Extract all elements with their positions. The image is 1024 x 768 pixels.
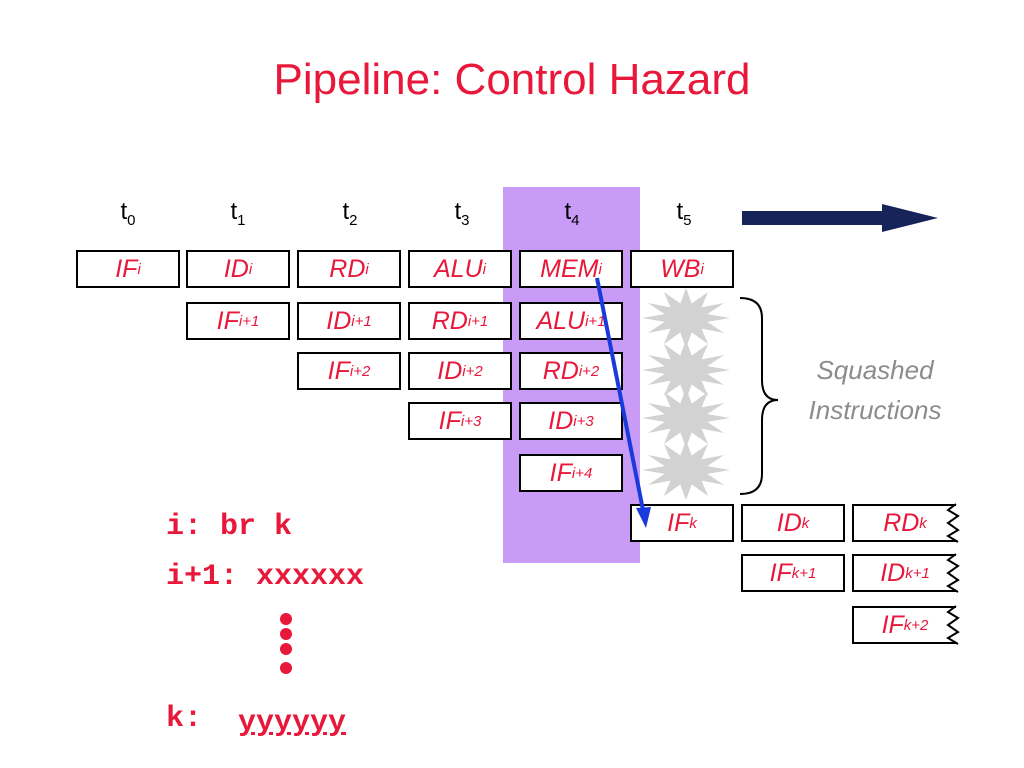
squash-starburst-2 [642,388,730,448]
slide-title: Pipeline: Control Hazard [273,55,751,104]
code-line-target-value: yyyyyy [238,706,347,740]
time-label-t1: t1 [230,198,246,229]
time-label-t4: t4 [564,198,580,229]
ellipsis-dots [280,613,292,674]
squash-starburst-0 [642,288,730,348]
time-label-t2: t2 [342,198,358,229]
squash-starburst-1 [642,340,730,400]
code-line-next: i+1: xxxxxx [166,560,365,594]
jagged-edges [946,503,960,645]
code-line-target-label: k: [166,702,203,736]
squash-starburst-3 [642,440,730,500]
time-arrow [742,204,938,232]
code-line-branch: i: br k [166,510,293,544]
squash-brace [739,297,779,495]
time-label-t5: t5 [676,198,692,229]
time-label-t0: t0 [120,198,136,229]
branch-arrow [595,277,651,528]
squash-starbursts [642,288,730,500]
time-label-t3: t3 [454,198,470,229]
